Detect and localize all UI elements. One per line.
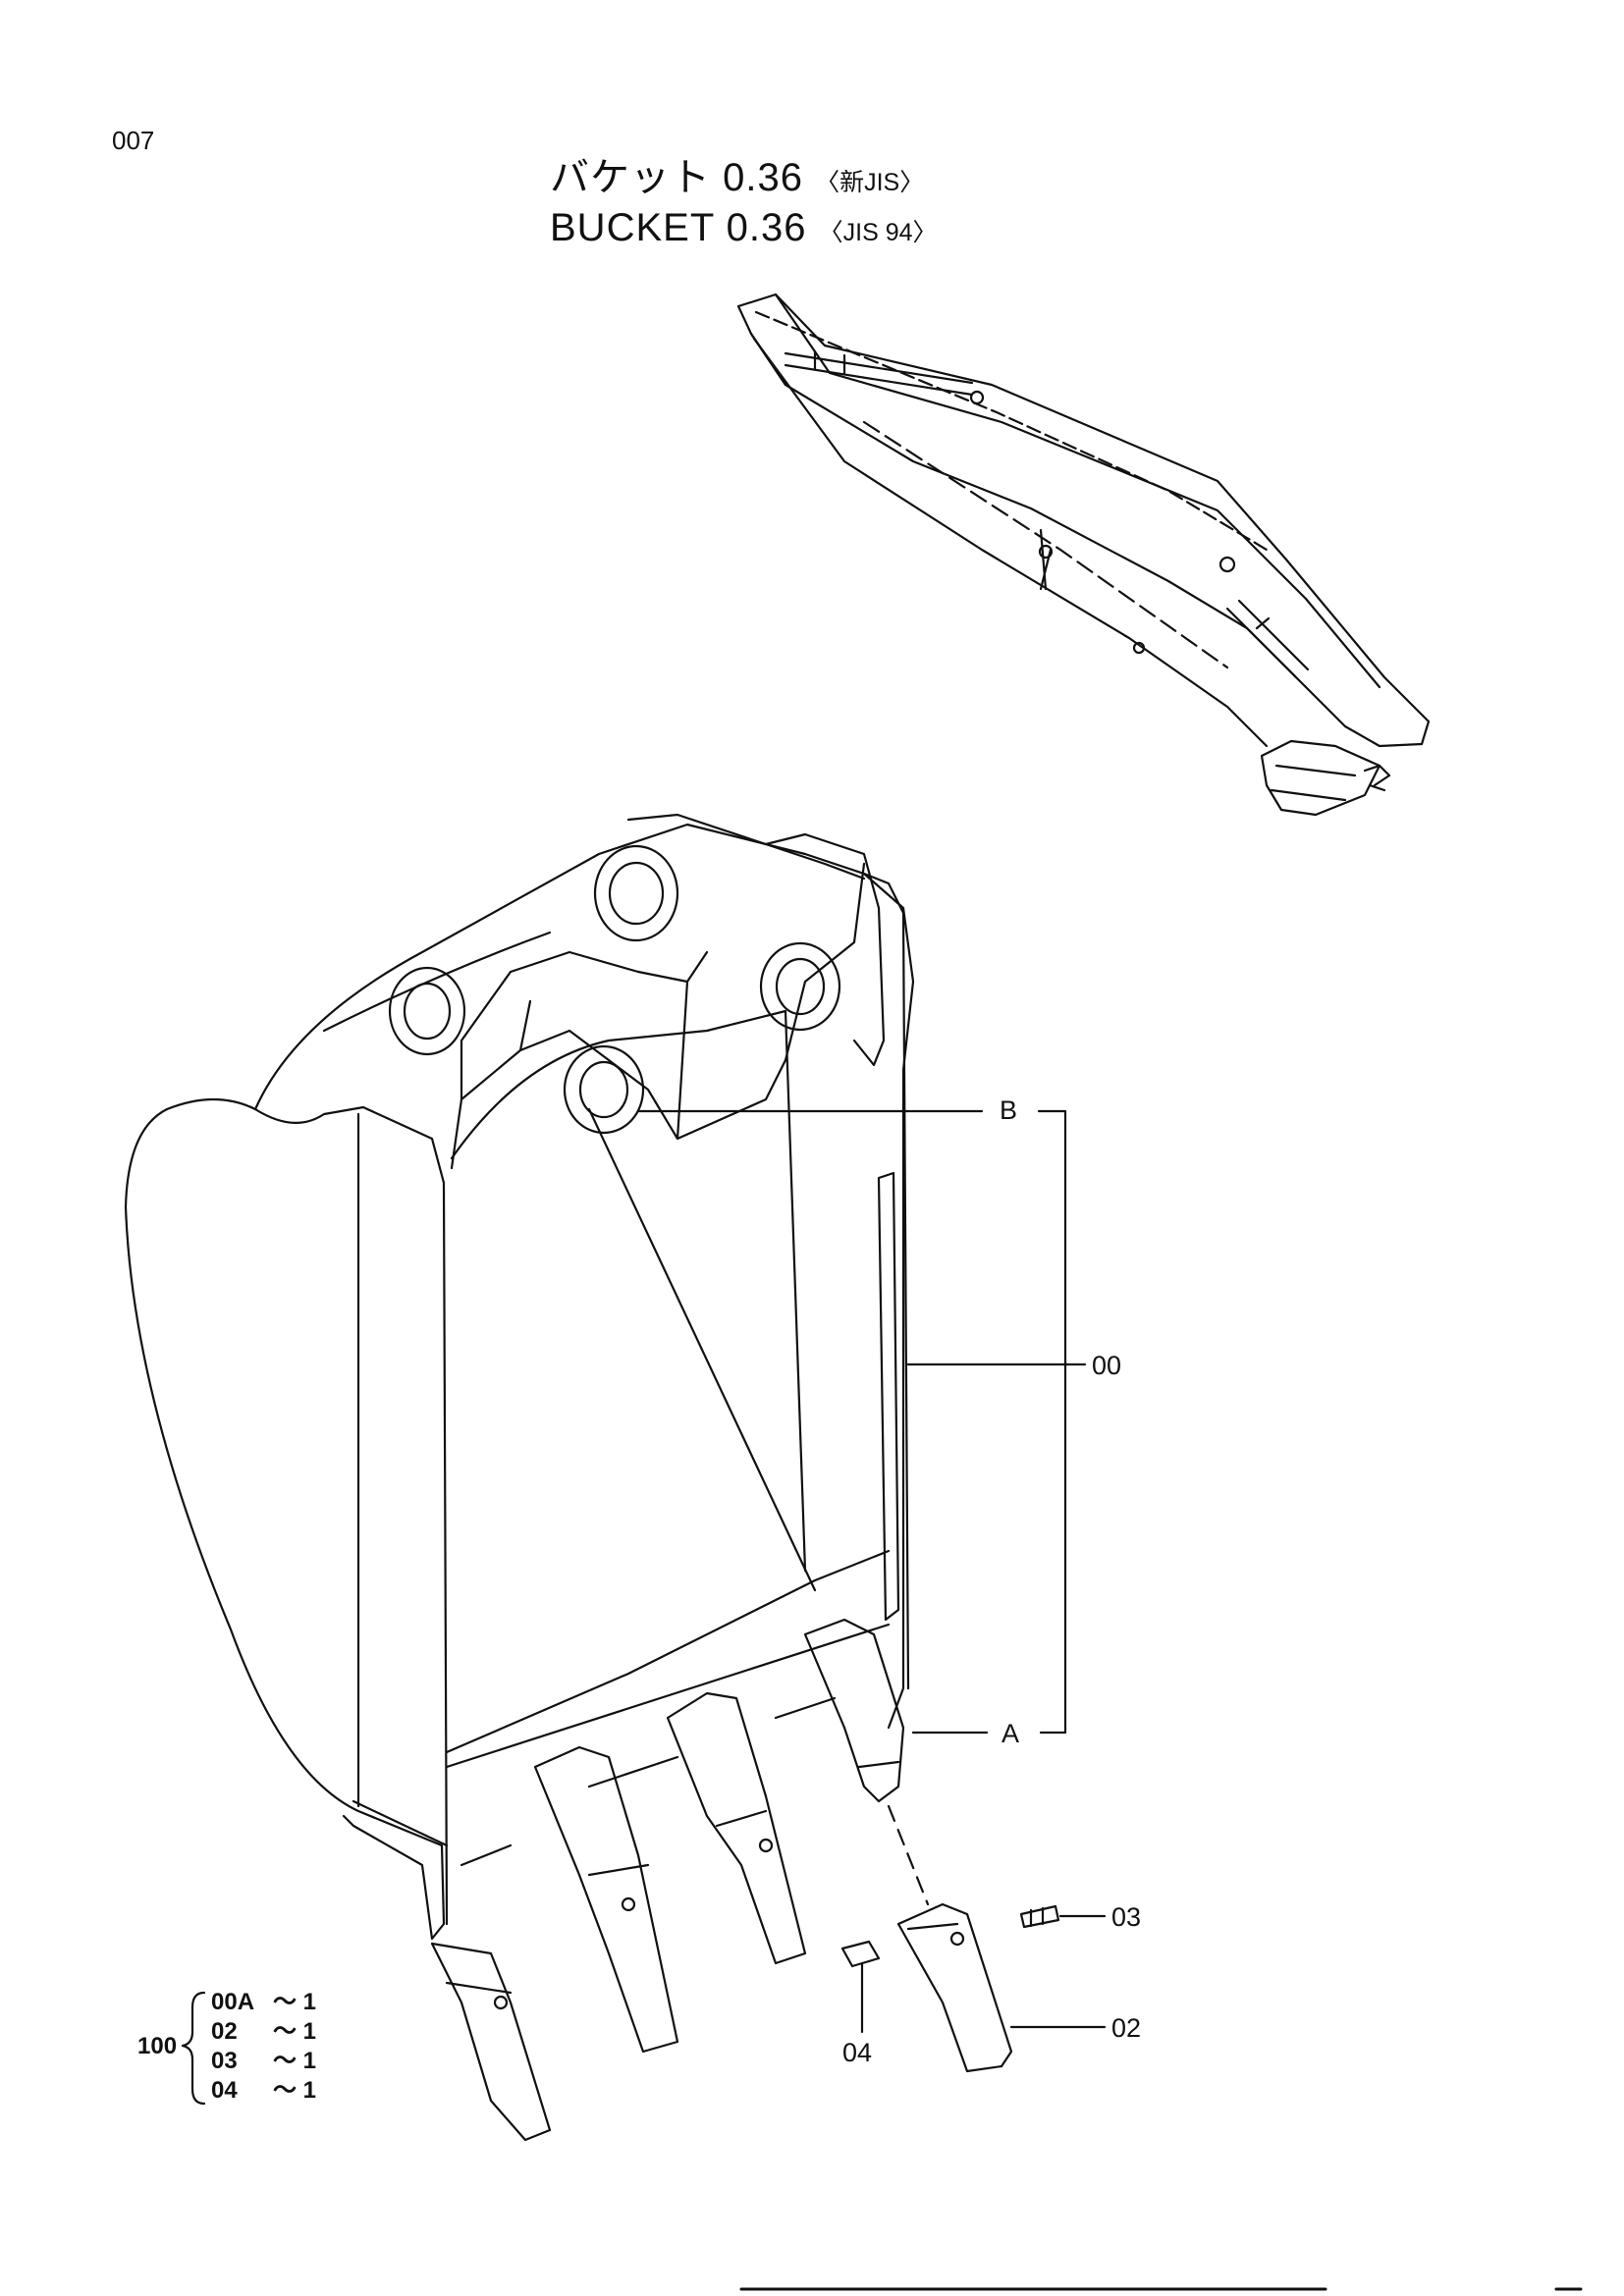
arm-lower-line bbox=[752, 337, 1269, 748]
pin-hole-upper-right bbox=[608, 861, 665, 926]
bracket-top-plate bbox=[626, 813, 886, 1067]
kit-item-0-qty: ～ 1 bbox=[273, 1989, 316, 2015]
tooth-4-adapter bbox=[803, 1618, 905, 1803]
title-english-text: BUCKET 0.36 bbox=[550, 206, 807, 249]
bracket-block bbox=[450, 862, 866, 1170]
overview-bucket bbox=[1260, 739, 1381, 817]
arm-cylinder bbox=[1225, 599, 1310, 679]
tooth-2-pin bbox=[621, 1896, 636, 1912]
bucket-side-plate bbox=[124, 1107, 446, 1941]
page-number: 007 bbox=[112, 126, 155, 155]
kit-item-1-qty: ～ 1 bbox=[273, 2018, 316, 2045]
leader-b-tick bbox=[1037, 1109, 1067, 1735]
bucket-side-edge bbox=[165, 1097, 449, 1926]
title-japanese-text: バケット 0.36 bbox=[550, 156, 803, 199]
kit-item-2-part: 03 bbox=[211, 2048, 238, 2074]
pin-boss-lower-right bbox=[759, 941, 841, 1032]
title-english: BUCKET 0.36 〈JIS 94〉 bbox=[550, 206, 938, 250]
kit-number: 100 bbox=[137, 2033, 177, 2059]
callout-a: A bbox=[1001, 1719, 1019, 1748]
tooth-1 bbox=[430, 1942, 552, 2142]
bucket-bottom-lip bbox=[445, 1549, 891, 1867]
kit-item-1-part: 02 bbox=[211, 2018, 238, 2045]
arm-lower-dash bbox=[862, 420, 1229, 669]
pin-hole-lower-right bbox=[775, 957, 826, 1016]
kit-item-3-qty: ～ 1 bbox=[273, 2077, 316, 2104]
pin-boss-upper-right bbox=[593, 844, 679, 942]
pin-03 bbox=[1019, 1904, 1060, 1929]
tooth-2 bbox=[533, 1745, 679, 2054]
kit-group: 100 00A ～ 1 02 ～ 1 03 ～ 1 04 ～ 1 bbox=[137, 1989, 316, 2106]
arm-pin-3 bbox=[969, 390, 985, 405]
bucket-illustration bbox=[124, 813, 1060, 2142]
kit-brace bbox=[181, 1991, 206, 2106]
callout-part-04: 04 bbox=[842, 2038, 872, 2067]
boom-outline bbox=[736, 293, 1431, 748]
callout-b: B bbox=[1000, 1095, 1017, 1125]
leader-lines bbox=[636, 1109, 1107, 2034]
callout-part-02: 02 bbox=[1111, 2013, 1141, 2043]
arm-pin-1 bbox=[1038, 544, 1054, 560]
title-japanese-standard: 〈新JIS〉 bbox=[815, 169, 925, 196]
tooth-3-pin bbox=[758, 1838, 774, 1853]
bucket-inner-back bbox=[322, 931, 807, 1573]
pin-boss-upper-left bbox=[388, 966, 466, 1056]
bucket-top-shell bbox=[253, 823, 915, 1730]
kit-item-2-qty: ～ 1 bbox=[273, 2048, 316, 2074]
boom-inner-line bbox=[749, 293, 1381, 689]
tooth-4-pin bbox=[949, 1931, 965, 1947]
bucket-right-plate bbox=[862, 872, 910, 1690]
pin-boss-lower-left bbox=[563, 1044, 645, 1135]
boom-cylinder bbox=[784, 349, 974, 397]
title-english-standard: 〈JIS 94〉 bbox=[818, 219, 938, 246]
tooth-4-removed bbox=[896, 1902, 1013, 2073]
kit-item-0-part: 00A bbox=[211, 1989, 254, 2015]
arm-pin-4 bbox=[1132, 641, 1146, 655]
tooth-1-pin bbox=[493, 1995, 509, 2010]
arm-overview-illustration bbox=[736, 293, 1431, 817]
bucket-cutting-edge bbox=[587, 1107, 817, 1592]
overview-bucket-teeth bbox=[1363, 764, 1391, 792]
pin-hole-upper-left bbox=[403, 982, 452, 1041]
callout-part-03: 03 bbox=[1111, 1902, 1141, 1932]
kit-item-3-part: 04 bbox=[211, 2077, 238, 2104]
arm-upper-line bbox=[754, 310, 1269, 552]
pin-hole-lower-left bbox=[578, 1060, 629, 1119]
tooth-4-pull-line bbox=[887, 1804, 930, 1906]
tooth-3 bbox=[666, 1691, 807, 1965]
title-japanese: バケット 0.36 〈新JIS〉 bbox=[550, 145, 924, 202]
arm-pin-2 bbox=[1218, 556, 1236, 573]
lock-04 bbox=[840, 1940, 881, 1968]
bucket-side-rim bbox=[352, 1112, 449, 1847]
callout-part-00: 00 bbox=[1092, 1351, 1121, 1380]
